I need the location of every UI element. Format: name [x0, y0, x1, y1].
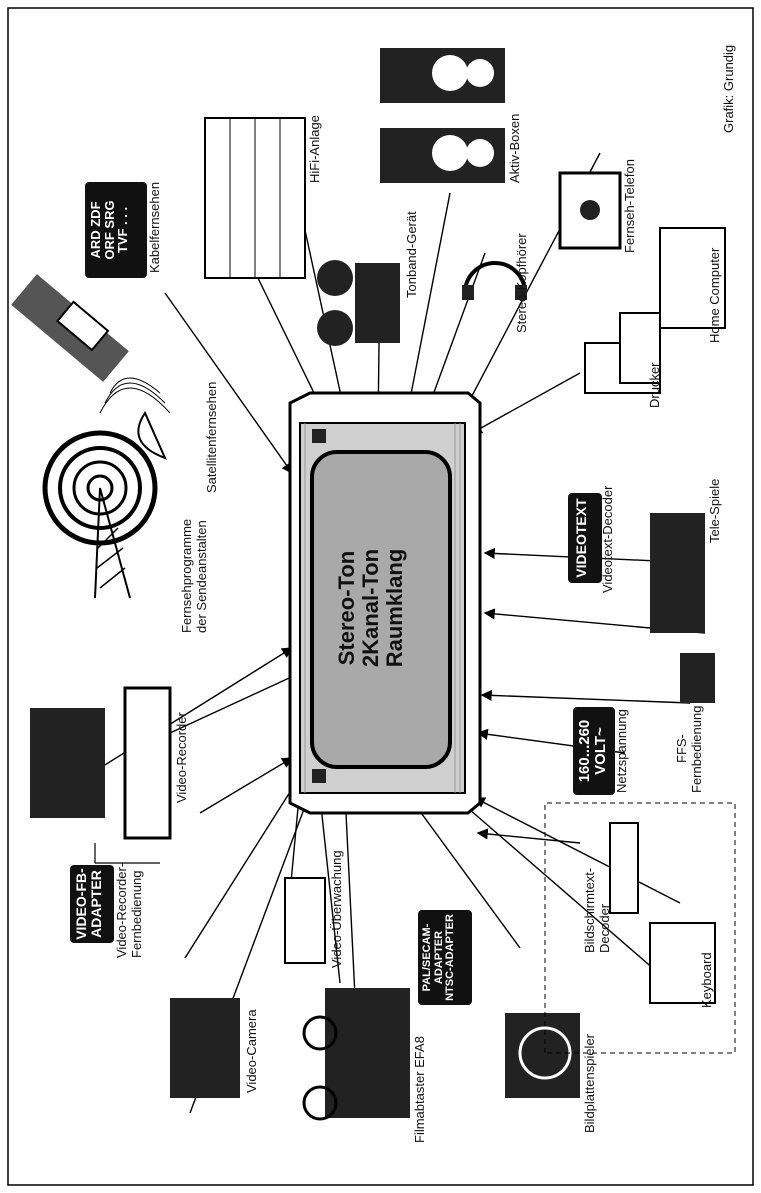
camera-label: Video-Camera [245, 1009, 259, 1093]
recorder-label: Video-Recorder [175, 712, 189, 803]
ffs-label-1: FFS- [675, 734, 689, 763]
videotext-label: Videotext-Decoder [601, 486, 615, 593]
homecomputer-label: Home Computer [708, 248, 722, 343]
btx-label-1: Bildschirmtext- [583, 868, 597, 953]
broadcast-tower-icon [45, 433, 155, 598]
aktiv-label: Aktiv-Boxen [508, 114, 522, 183]
videotext-box: VIDEOTEXT [568, 493, 602, 583]
tonband-label: Tonband-Gerät [405, 211, 419, 298]
telespiele-label: Tele-Spiele [708, 479, 722, 543]
sende-label-1: Fernsehprogramme [180, 519, 194, 633]
hifi-label: HiFi-Anlage [308, 115, 322, 183]
fernsehtelefon-label: Fernseh-Telefon [623, 159, 637, 253]
recfern-label-1: Video-Recorder- [115, 863, 129, 958]
recfern-label-2: Fernbedienung [130, 871, 144, 958]
drucker-label: Drucker [648, 362, 662, 408]
fb-adapter-box: VIDEO-FB-ADAPTER [70, 865, 114, 943]
ueberwachung-label: Video-Überwachung [330, 850, 344, 968]
credit-label: Grafik: Grundig [722, 45, 736, 133]
btx-label-2: Decoder [598, 904, 612, 953]
ffs-label-2: Fernbedienung [690, 706, 704, 793]
filmabtaster-label: Filmabtaster EFA8 [413, 1036, 427, 1143]
satellite-icon [11, 274, 170, 458]
keyboard-label: Keyboard [700, 952, 714, 1008]
kopfhoerer-label: Stereo-Kopfhörer [515, 233, 529, 333]
netz-label: Netzspannung [615, 709, 629, 793]
sende-label-2: der Sendeanstalten [195, 520, 209, 633]
satellit-label: Satellitenfernsehen [205, 382, 219, 493]
kabel-label: Kabelfernsehen [148, 182, 162, 273]
bildplatte-label: Bildplattenspieler [583, 1034, 597, 1133]
